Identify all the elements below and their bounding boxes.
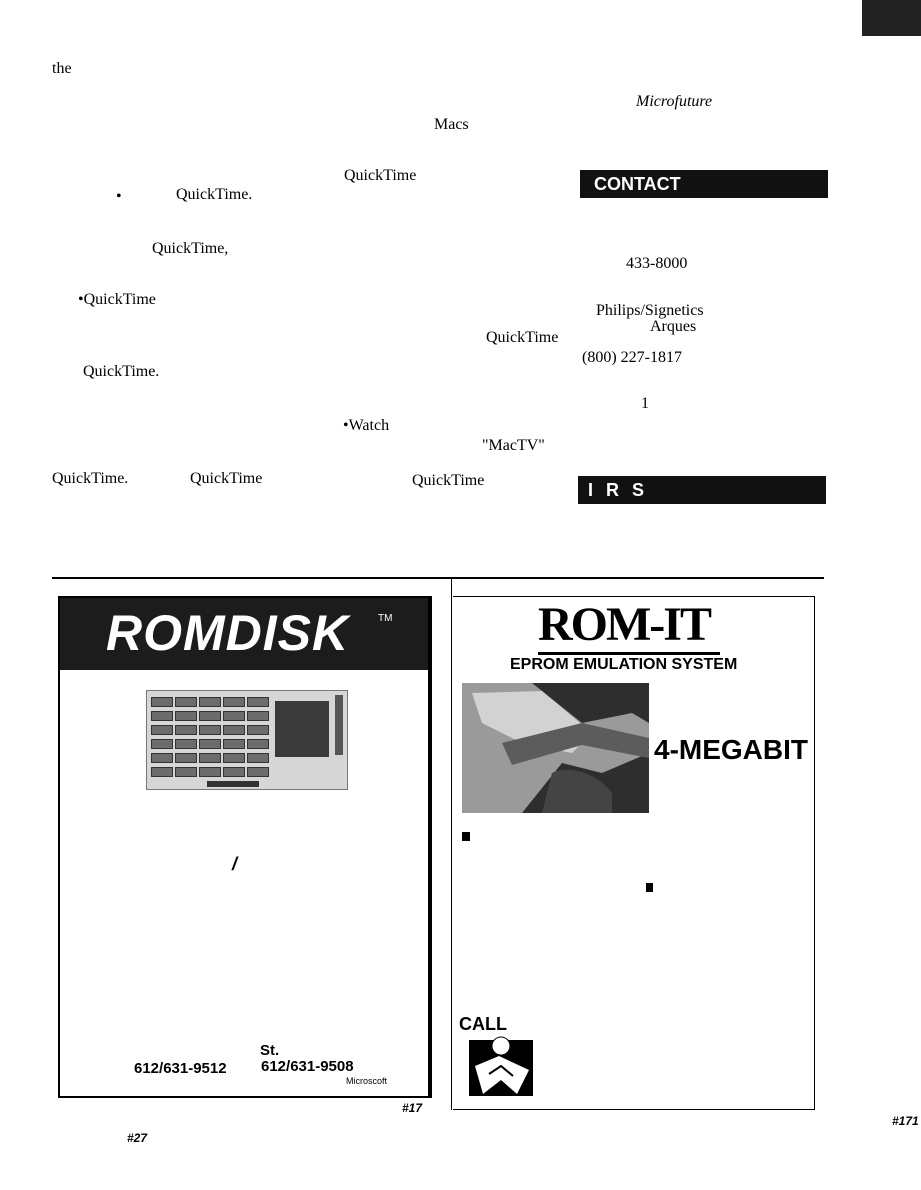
article-fragment: QuickTime, (152, 240, 229, 257)
romit-company-logo (469, 1036, 533, 1096)
article-fragment: •QuickTime (78, 291, 156, 308)
contact-heading: CONTACT (580, 170, 828, 198)
page-corner-mark (862, 0, 921, 36)
romdisk-ad (58, 596, 432, 1098)
article-fragment: QuickTime (412, 472, 485, 489)
romit-ad-top-rule (453, 596, 815, 597)
romdisk-street: St. (260, 1042, 280, 1059)
contact-item-number: 1 (641, 395, 649, 412)
contact-city: Arques (650, 318, 697, 335)
article-fragment: •Watch (343, 417, 390, 434)
romit-subtitle: EPROM EMULATION SYSTEM (510, 656, 738, 673)
article-fragment: QuickTime (344, 167, 417, 184)
article-fragment: the (52, 60, 72, 77)
romdisk-logo: ROMDISK (106, 605, 350, 661)
romdisk-trademark-note: Microscoft (346, 1076, 388, 1086)
romdisk-trademark: TM (378, 613, 393, 624)
romit-logo-underline (538, 652, 720, 655)
section-rule (52, 577, 824, 579)
column-divider (451, 579, 452, 1110)
article-fragment: QuickTime (486, 329, 559, 346)
romit-product-photo (462, 683, 649, 813)
romit-capacity: 4-MEGABIT (654, 734, 808, 765)
article-fragment: QuickTime. (83, 363, 160, 380)
reader-service-number: #27 (127, 1131, 148, 1145)
romit-ad-bottom-rule (453, 1109, 815, 1110)
romdisk-board-image (146, 690, 348, 790)
romit-call: CALL (459, 1014, 507, 1034)
romdisk-phone: 612/631-9512 (134, 1060, 227, 1077)
irs-heading: I R S (578, 476, 826, 504)
contact-phone: 433-8000 (626, 255, 688, 272)
article-fragment: Macs (434, 116, 469, 133)
article-fragment: "MacTV" (482, 437, 545, 454)
article-fragment: QuickTime. (176, 186, 253, 203)
romdisk-ad-shadow (428, 596, 432, 1098)
bullet-square-icon (462, 832, 470, 841)
contact-company: Philips/Signetics (596, 302, 704, 319)
article-fragment: Microfuture (636, 93, 713, 110)
article-fragment: • (116, 188, 122, 205)
romdisk-header (60, 598, 428, 670)
article-fragment: QuickTime. (52, 470, 129, 487)
contact-phone: (800) 227-1817 (582, 349, 682, 366)
romdisk-fax: 612/631-9508 (261, 1058, 354, 1075)
romit-ad-right-rule (814, 596, 815, 1110)
article-fragment: QuickTime (190, 470, 263, 487)
reader-service-number: #171 (892, 1114, 919, 1128)
reader-service-number: #17 (402, 1101, 423, 1115)
romit-logo: ROM-IT (538, 598, 712, 651)
bullet-square-icon (646, 883, 653, 892)
romdisk-fragment: / (232, 854, 238, 874)
